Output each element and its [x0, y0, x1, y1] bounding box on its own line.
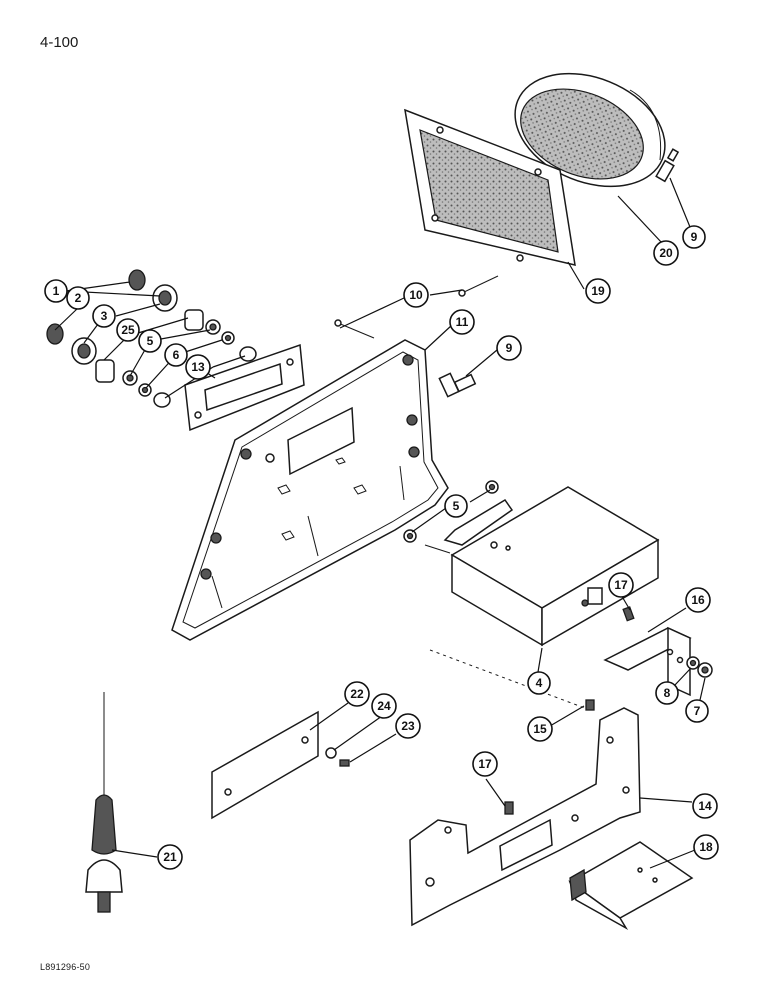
svg-text:3: 3: [101, 309, 108, 323]
svg-text:9: 9: [506, 341, 513, 355]
svg-text:9: 9: [691, 230, 698, 244]
page-number: 4-100: [40, 34, 79, 51]
callout-10: 10: [403, 282, 429, 308]
callout-2: 2: [66, 286, 90, 310]
callout-18: 18: [693, 834, 719, 860]
svg-text:5: 5: [147, 334, 154, 348]
screw-lower-part: [504, 801, 514, 815]
callout-21: 21: [157, 844, 183, 870]
svg-text:5: 5: [453, 499, 460, 513]
svg-text:21: 21: [163, 850, 177, 864]
speaker-part: [514, 72, 666, 188]
console-panel-part: [171, 339, 449, 641]
svg-text:2: 2: [75, 291, 82, 305]
washer-nut-part: [686, 656, 713, 678]
figure-code: L891296-50: [40, 962, 91, 972]
svg-text:4: 4: [536, 676, 543, 690]
svg-text:15: 15: [533, 722, 547, 736]
callout-24: 24: [371, 693, 397, 719]
svg-text:11: 11: [456, 315, 469, 329]
callout-17-lower: 17: [472, 751, 498, 777]
callout-22: 22: [344, 681, 370, 707]
trim-plate-part: [184, 343, 305, 432]
svg-text:17: 17: [614, 578, 628, 592]
callout-5-radio: 5: [444, 494, 468, 518]
callout-13: 13: [185, 354, 211, 380]
blank-plate-part: [211, 710, 319, 820]
svg-text:13: 13: [191, 360, 205, 374]
callout-7: 7: [685, 699, 709, 723]
svg-text:8: 8: [664, 686, 671, 700]
svg-text:18: 18: [699, 840, 713, 854]
speaker-terminal-part: [655, 148, 680, 183]
callout-8: 8: [655, 681, 679, 705]
speaker-bezel-part: [404, 108, 576, 266]
screw-part: [334, 275, 499, 339]
svg-text:10: 10: [409, 288, 423, 302]
svg-text:19: 19: [591, 284, 605, 298]
svg-text:22: 22: [350, 687, 364, 701]
svg-text:1: 1: [53, 284, 60, 298]
callout-1: 1: [44, 279, 68, 303]
mounting-panel-part: [409, 707, 641, 927]
spacer-part: [438, 372, 477, 398]
svg-text:6: 6: [173, 348, 180, 362]
callout-9-terminal: 9: [682, 225, 706, 249]
callout-4: 4: [527, 671, 551, 695]
svg-text:16: 16: [691, 593, 705, 607]
svg-text:23: 23: [401, 719, 415, 733]
svg-text:7: 7: [694, 704, 701, 718]
screw-upper-part: [622, 606, 635, 622]
antenna-part: [85, 692, 123, 913]
mounting-bracket-part: [603, 626, 692, 697]
callout-9-spacer: 9: [496, 335, 522, 361]
callout-23: 23: [395, 713, 421, 739]
svg-text:17: 17: [478, 757, 492, 771]
callout-11: 11: [449, 309, 475, 335]
callout-17-upper: 17: [608, 572, 634, 598]
svg-text:24: 24: [377, 699, 391, 713]
callout-19: 19: [585, 278, 611, 304]
screw-15-part: [585, 699, 595, 711]
callout-5: 5: [138, 329, 162, 353]
svg-text:25: 25: [121, 323, 135, 337]
callout-14: 14: [692, 793, 718, 819]
callout-3: 3: [92, 304, 116, 328]
callout-15: 15: [527, 716, 553, 742]
callout-6: 6: [164, 343, 188, 367]
radio-unit-part: [403, 480, 660, 647]
washer-screw-part: [325, 747, 350, 767]
callout-25: 25: [116, 318, 140, 342]
svg-text:20: 20: [659, 246, 673, 260]
callout-20: 20: [653, 240, 679, 266]
svg-text:14: 14: [698, 799, 712, 813]
cover-part: [568, 841, 694, 931]
callout-16: 16: [685, 587, 711, 613]
knob-set-part: [46, 269, 257, 408]
